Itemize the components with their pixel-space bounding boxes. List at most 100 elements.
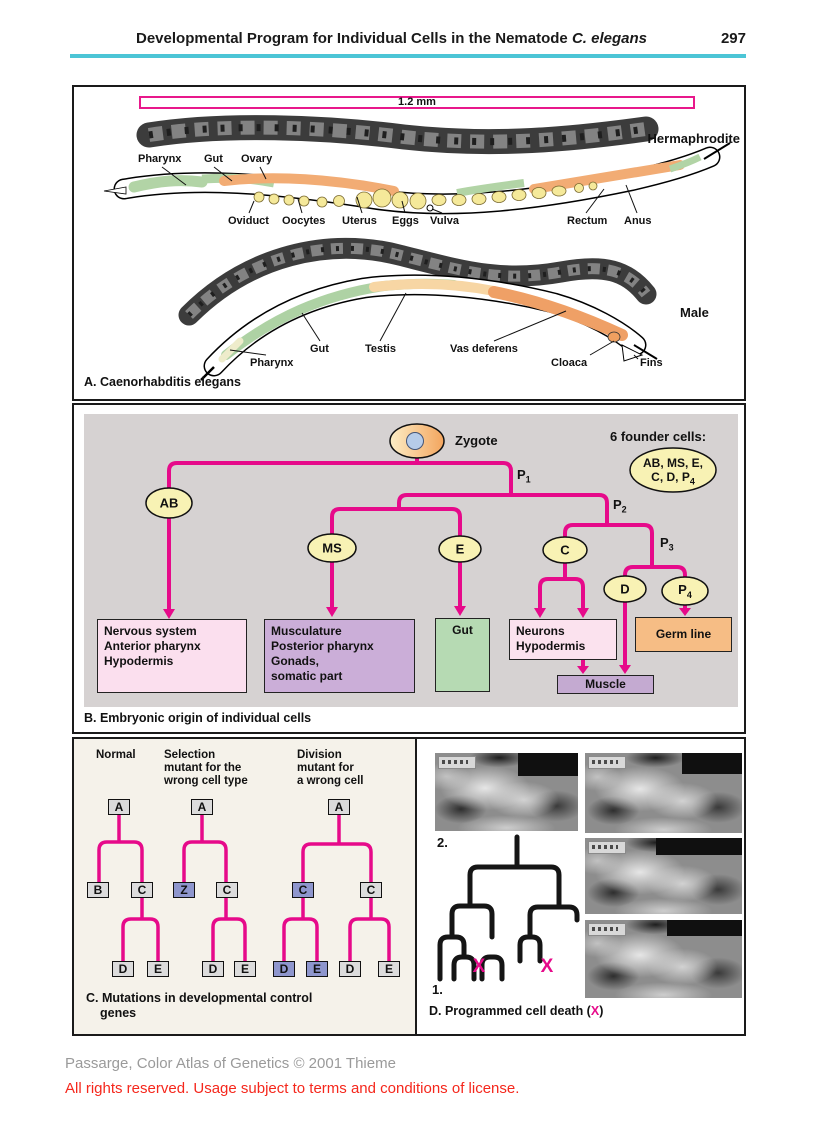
p2-label: P2 — [613, 497, 627, 515]
hermaphrodite-photo — [136, 115, 659, 155]
node-p4-oval — [661, 576, 709, 606]
panel-d: 2. 1. X X D. Programmed cell death (X) — [417, 739, 744, 1034]
cell-t2-z-mutant: Z — [173, 882, 195, 898]
founder-cell-ovals — [145, 447, 717, 606]
cell-t2-d: D — [202, 961, 224, 977]
fins-shape — [621, 344, 644, 362]
zygote-cell — [389, 423, 445, 459]
hermaphrodite-label: Hermaphrodite — [647, 131, 740, 146]
label-ovary: Ovary — [241, 153, 273, 165]
lineage-arrowheads — [163, 606, 691, 674]
founder-oval-text: AB, MS, E, C, D, P4 — [631, 456, 715, 488]
cell-t1-d: D — [112, 961, 134, 977]
node-d-oval — [603, 575, 647, 603]
panel-b-caption: B. Embryonic origin of individual cells — [84, 711, 312, 725]
footer-credit: Passarge, Color Atlas of Genetics © 2001… — [65, 1055, 396, 1072]
page-header: Developmental Program for Individual Cel… — [70, 30, 746, 47]
panel-a: 1.2 mm — [72, 85, 746, 401]
micrograph-4-timestamp — [588, 923, 626, 936]
worm-anatomy-figure — [103, 115, 731, 381]
node-ab-oval — [145, 487, 193, 519]
label-anus: Anus — [624, 215, 652, 227]
col-normal: Normal — [96, 749, 136, 761]
p3-label: P3 — [660, 535, 674, 553]
page-number: 297 — [720, 30, 746, 47]
cell-t1-b: B — [87, 882, 109, 898]
panel-d-caption: D. Programmed cell death (X) — [429, 1004, 604, 1018]
node-e-label: E — [455, 541, 465, 557]
node-ab-label: AB — [159, 495, 179, 511]
hermaphrodite-leader-lines — [161, 166, 638, 214]
node-ms-oval — [307, 533, 357, 563]
cell-t3-a: A — [328, 799, 350, 815]
cell-t3-e1-mutant: E — [306, 961, 328, 977]
mutation-tree-lines — [97, 815, 391, 961]
node-c-label: C — [560, 542, 570, 558]
label-gut-h: Gut — [204, 153, 223, 165]
eggs-oocytes — [253, 181, 598, 210]
node-p4-label: P4 — [678, 582, 692, 600]
cell-t3-d1-mutant: D — [273, 961, 295, 977]
cell-death-tree — [437, 834, 580, 982]
micrograph-1-timestamp — [438, 756, 476, 769]
cell-t2-c: C — [216, 882, 238, 898]
cell-t3-e2: E — [378, 961, 400, 977]
header-rule — [70, 54, 746, 58]
label-pharynx-h: Pharynx — [138, 153, 182, 165]
cell-death-x-2: X — [540, 956, 554, 977]
footer-rights: All rights reserved. Usage subject to te… — [65, 1080, 520, 1097]
label-gut-m: Gut — [310, 343, 329, 355]
cell-death-x-1: X — [472, 956, 486, 977]
micrograph-1 — [435, 753, 578, 831]
mutation-trees — [97, 815, 391, 961]
micrograph-2 — [585, 753, 742, 833]
node-d-label: D — [620, 581, 630, 597]
page-title-text: Developmental Program for Individual Cel… — [136, 30, 568, 47]
micrograph-4 — [585, 920, 742, 998]
founder-line1: AB, MS, E, — [642, 456, 703, 470]
label-oocytes: Oocytes — [282, 215, 326, 227]
zygote-nucleus — [406, 432, 424, 450]
label-oviduct: Oviduct — [228, 215, 269, 227]
page-title: Developmental Program for Individual Cel… — [70, 30, 713, 47]
cell-t2-e: E — [234, 961, 256, 977]
cell-death-tree-lines — [437, 834, 580, 982]
fate-box-muscle: Muscle — [557, 675, 654, 694]
p1-label: P1 — [517, 467, 531, 485]
micrograph-3 — [585, 838, 742, 914]
sequence-label-1: 1. — [432, 982, 443, 997]
founder-title: 6 founder cells: — [610, 429, 707, 444]
hermaphrodite-diagram — [103, 142, 731, 215]
node-ms-label: MS — [322, 540, 342, 556]
panel-c-caption: C. Mutations in developmental control ge… — [86, 991, 313, 1020]
label-eggs: Eggs — [392, 215, 419, 227]
label-fins: Fins — [640, 357, 663, 369]
label-rectum: Rectum — [567, 215, 608, 227]
lineage-lines — [167, 458, 687, 666]
sequence-label-2: 2. — [437, 835, 448, 850]
node-e-oval — [438, 535, 482, 563]
fate-box-gut: Gut — [435, 618, 490, 692]
founder-summary-oval — [629, 447, 717, 493]
micrograph-3-timestamp — [588, 841, 626, 854]
cell-t3-d2: D — [339, 961, 361, 977]
fate-box-germline: Germ line — [635, 617, 732, 652]
page-title-species: C. elegans — [571, 30, 647, 47]
zygote-label: Zygote — [455, 433, 498, 448]
node-c-oval — [542, 536, 588, 564]
male-leader-lines — [229, 292, 639, 360]
label-vas-deferens: Vas deferens — [450, 343, 518, 355]
panel-b: Zygote 6 founder cells: AB, MS, E, C, D,… — [72, 403, 746, 734]
panel-a-caption: A. Caenorhabditis elegans — [84, 375, 241, 389]
cell-t3-c1-mutant: C — [292, 882, 314, 898]
vulva-mark — [426, 204, 434, 212]
label-vulva: Vulva — [430, 215, 459, 227]
founder-line2: C, D, P4 — [651, 470, 695, 487]
male-label: Male — [680, 305, 709, 320]
scale-bar — [139, 96, 695, 109]
